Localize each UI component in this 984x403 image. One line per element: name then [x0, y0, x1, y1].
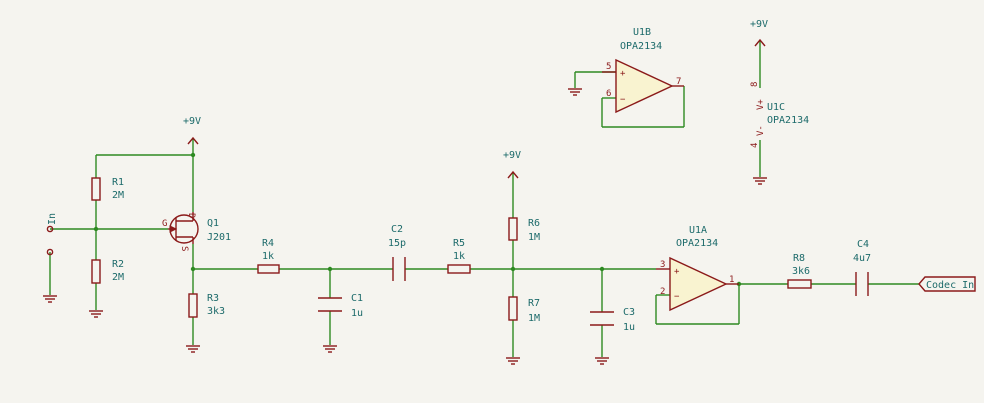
junction-dot: [510, 266, 516, 272]
resistor-r3: R3 3k3: [188, 293, 225, 318]
capacitor-c4: C4 4u7: [853, 239, 871, 296]
capacitor-c2: C2 15p: [388, 224, 406, 281]
power-label: +9V: [183, 116, 201, 127]
power-label: +9V: [750, 19, 768, 30]
ground-symbol: [568, 88, 582, 96]
opamp-power-u1c: 8 V+ V- 4 U1C OPA2134: [750, 82, 809, 148]
svg-text:R1: R1: [112, 177, 124, 188]
junction-dot: [599, 266, 605, 272]
svg-text:8: 8: [750, 82, 760, 87]
power-symbol-q1: +9V: [183, 116, 201, 145]
resistor-r1: R1 2M: [91, 177, 124, 201]
q1-pin-g: G: [162, 219, 167, 229]
ground-symbol: [323, 345, 337, 353]
svg-text:1: 1: [729, 275, 734, 285]
resistor-r7: R7 1M: [508, 296, 540, 324]
svg-text:U1C: U1C: [767, 102, 785, 113]
svg-text:J201: J201: [207, 232, 231, 243]
svg-text:OPA2134: OPA2134: [676, 238, 718, 249]
resistor-r2: R2 2M: [91, 259, 124, 284]
svg-text:C4: C4: [857, 239, 869, 250]
svg-text:1M: 1M: [528, 232, 540, 243]
svg-text:R7: R7: [528, 298, 540, 309]
svg-text:15p: 15p: [388, 238, 406, 249]
output-label-text: Codec In: [926, 280, 974, 291]
svg-text:2M: 2M: [112, 190, 124, 201]
svg-text:V+: V+: [756, 99, 766, 110]
svg-text:1u: 1u: [351, 308, 363, 319]
svg-text:R8: R8: [793, 253, 805, 264]
ground-symbol: [89, 310, 103, 318]
q1-pin-s: S: [179, 246, 189, 251]
svg-text:5: 5: [606, 62, 611, 72]
resistor-r6: R6 1M: [508, 217, 540, 243]
capacitor-c1: C1 1u: [318, 293, 363, 319]
svg-text:1u: 1u: [623, 322, 635, 333]
svg-text:R6: R6: [528, 218, 540, 229]
svg-text:3k6: 3k6: [792, 266, 810, 277]
svg-text:−: −: [674, 292, 680, 302]
junction-dot: [327, 266, 333, 272]
svg-text:OPA2134: OPA2134: [767, 115, 809, 126]
svg-text:4u7: 4u7: [853, 253, 871, 264]
output-label: Codec In: [918, 276, 976, 292]
ground-symbol: [186, 345, 200, 353]
power-symbol-u1c: +9V: [750, 19, 768, 47]
opamp-u1a: + − 3 2 1 U1A OPA2134: [656, 225, 739, 312]
svg-text:U1A: U1A: [689, 225, 707, 236]
svg-text:1k: 1k: [453, 251, 465, 262]
svg-text:3k3: 3k3: [207, 306, 225, 317]
svg-text:R5: R5: [453, 238, 465, 249]
resistor-r4: R4 1k: [257, 238, 280, 274]
opamp-u1b: + − 5 6 7 U1B OPA2134: [602, 27, 684, 114]
junctions: [93, 152, 742, 287]
q1-pin-d: D: [186, 213, 196, 218]
svg-text:+: +: [620, 69, 626, 79]
svg-text:C1: C1: [351, 293, 363, 304]
svg-text:1M: 1M: [528, 313, 540, 324]
svg-text:R4: R4: [262, 238, 274, 249]
junction-dot: [190, 152, 196, 158]
svg-text:R3: R3: [207, 293, 219, 304]
svg-text:4: 4: [750, 143, 760, 148]
input-connector: In: [46, 213, 58, 256]
svg-text:C2: C2: [391, 224, 403, 235]
svg-text:C3: C3: [623, 307, 635, 318]
svg-text:R2: R2: [112, 259, 124, 270]
resistor-r8: R8 3k6: [787, 253, 812, 289]
svg-text:6: 6: [606, 89, 611, 99]
jfet-q1: G D S Q1 J201: [162, 212, 231, 251]
svg-text:Q1: Q1: [207, 218, 219, 229]
ground-symbol: [753, 177, 767, 185]
ground-symbols: [43, 88, 767, 365]
svg-text:+: +: [674, 267, 680, 277]
power-symbol-r6: +9V: [503, 150, 521, 179]
junction-dot: [190, 266, 196, 272]
svg-text:7: 7: [676, 77, 681, 87]
svg-text:2: 2: [660, 287, 665, 297]
svg-text:V-: V-: [756, 125, 766, 136]
svg-text:U1B: U1B: [633, 27, 651, 38]
input-label: In: [47, 213, 58, 225]
ground-symbol: [506, 357, 520, 365]
wires: [49, 40, 919, 357]
power-label: +9V: [503, 150, 521, 161]
junction-dot: [93, 226, 99, 232]
ground-symbol: [43, 295, 57, 303]
svg-text:2M: 2M: [112, 272, 124, 283]
power-symbols: +9V +9V +9V: [183, 19, 768, 179]
ground-symbol: [595, 357, 609, 365]
svg-text:3: 3: [660, 260, 665, 270]
resistor-r5: R5 1k: [447, 238, 471, 274]
capacitor-c3: C3 1u: [590, 307, 635, 333]
svg-text:OPA2134: OPA2134: [620, 41, 662, 52]
svg-text:−: −: [620, 95, 626, 105]
svg-text:1k: 1k: [262, 251, 274, 262]
